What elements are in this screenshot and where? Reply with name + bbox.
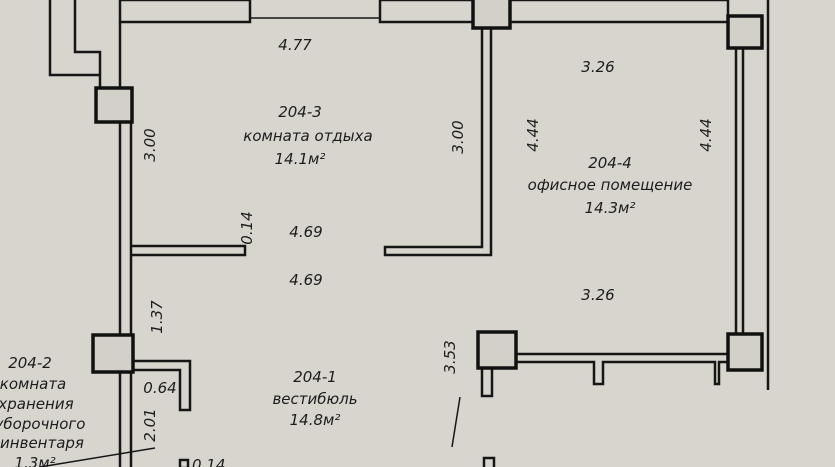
dimension-label: 1.37 [148, 300, 166, 334]
room-204-4: 204-4 офисное помещение 14.3м² [528, 154, 693, 217]
room-number: 204-3 [278, 103, 322, 121]
room-name-line: хранения [0, 395, 74, 413]
room-name-line: инвентаря [0, 434, 84, 452]
room-number: 204-4 [588, 154, 632, 172]
room-name-line: уборочного [0, 415, 85, 433]
dimension-label: 4.69 [289, 271, 322, 289]
room-area: 1.3м² [14, 454, 55, 467]
dimension-label: 4.44 [697, 118, 715, 151]
room-name: офисное помещение [528, 176, 693, 194]
room-204-3: 204-3 комната отдыха 14.1м² [243, 103, 372, 168]
room-name-line: комната [0, 375, 66, 393]
room-number: 204-2 [8, 354, 52, 372]
column [476, 330, 518, 370]
dimension-label: 3.26 [581, 286, 614, 304]
room-name: вестибюль [272, 390, 357, 408]
dimensions: 4.77 3.26 3.00 3.00 4.44 4.44 0.14 4.69 … [141, 36, 715, 467]
column [726, 14, 764, 50]
room-204-2: 204-2 комната хранения уборочного инвент… [0, 354, 85, 467]
room-area: 14.1м² [275, 150, 326, 168]
dimension-label: 3.00 [141, 128, 159, 161]
room-area: 14.8м² [290, 411, 341, 429]
dimension-label: 4.44 [524, 118, 542, 151]
column [471, 0, 512, 30]
room-204-1: 204-1 вестибюль 14.8м² [272, 368, 357, 429]
room-number: 204-1 [293, 368, 337, 386]
room-name: комната отдыха [243, 127, 372, 145]
column [91, 333, 135, 374]
dimension-label: 4.69 [289, 223, 322, 241]
dimension-label: 3.53 [441, 340, 459, 373]
dimension-label: 3.00 [449, 120, 467, 153]
dimension-label: 0.14 [238, 211, 256, 244]
column [726, 332, 764, 372]
room-area: 14.3м² [585, 199, 636, 217]
dimension-label: 2.01 [141, 408, 159, 441]
dimension-label: 0.14 [192, 456, 225, 467]
dimension-label: 3.26 [581, 58, 614, 76]
column [94, 86, 134, 124]
dimension-label: 0.64 [143, 379, 176, 397]
columns [91, 0, 764, 374]
window-top-left [118, 0, 252, 24]
dimension-label: 4.77 [278, 36, 312, 54]
